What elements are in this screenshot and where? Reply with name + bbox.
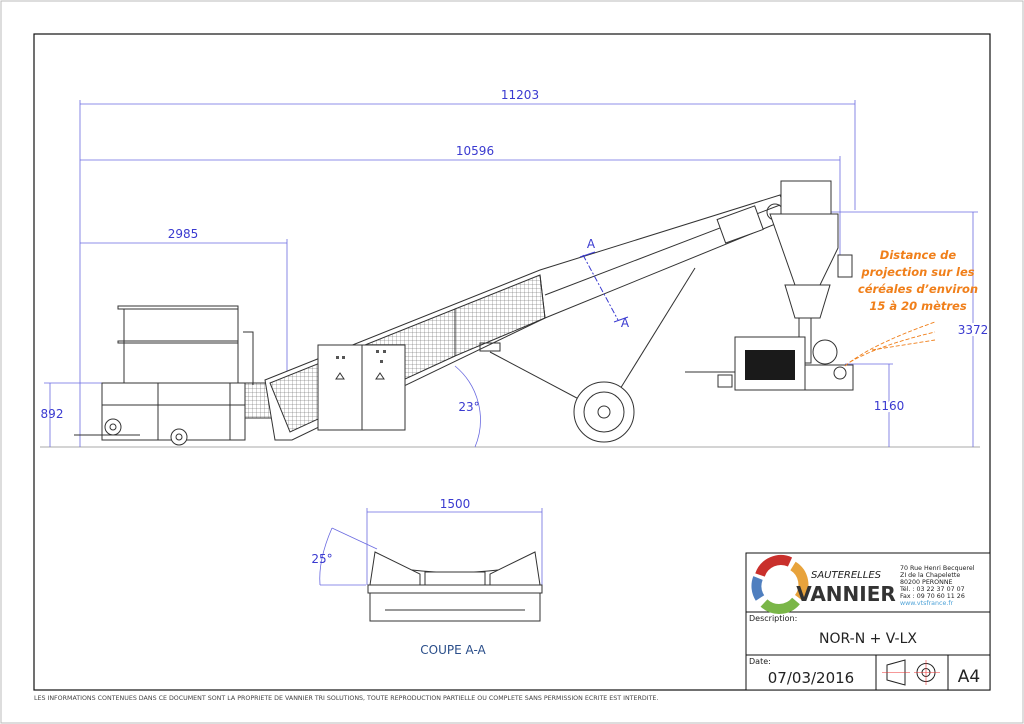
grain-spray-lines — [844, 321, 936, 367]
footer-disclaimer: LES INFORMATIONS CONTENUES DANS CE DOCUM… — [34, 695, 658, 702]
dim-conveyor-length: 10596 — [456, 144, 494, 158]
support-chassis — [479, 267, 696, 443]
electrical-cabinet — [317, 344, 406, 431]
dim-total-height: 3372 — [958, 323, 989, 337]
brand-main: VANNIER — [796, 582, 896, 606]
svg-text:80200 PERONNE: 80200 PERONNE — [900, 579, 953, 586]
svg-text:Distance de: Distance de — [880, 248, 957, 262]
section-marker-bottom: A — [621, 316, 630, 330]
company-logo — [751, 555, 809, 614]
section-width: 1500 — [440, 497, 471, 511]
dim-hopper-height: 892 — [41, 407, 64, 421]
date-label: Date: — [749, 657, 771, 666]
dimension-lines — [44, 100, 978, 448]
projection-note: Distance de projection sur les céréales … — [858, 248, 978, 313]
section-title: COUPE A-A — [420, 643, 486, 657]
svg-text:Fax : 09 70 60 11 26: Fax : 09 70 60 11 26 — [900, 593, 965, 600]
svg-text:projection sur les: projection sur les — [860, 265, 974, 279]
hopper-unit — [74, 305, 276, 446]
projection-head — [685, 180, 854, 391]
section-marker-top: A — [587, 237, 596, 251]
description-label: Description: — [749, 614, 797, 623]
svg-text:ZI de la Chapelette: ZI de la Chapelette — [900, 572, 960, 579]
projection-symbol-icon — [882, 659, 940, 686]
svg-text:15 à 20 mètres: 15 à 20 mètres — [869, 299, 967, 313]
section-cut-line — [579, 251, 629, 323]
svg-text:Tél. : 03 22 37 07 07: Tél. : 03 22 37 07 07 — [899, 585, 965, 593]
company-address: 70 Rue Henri Becquerel ZI de la Chapelet… — [899, 565, 975, 600]
section-view — [319, 508, 543, 622]
section-angle: 25° — [311, 552, 332, 566]
svg-text:70 Rue Henri Becquerel: 70 Rue Henri Becquerel — [900, 565, 975, 572]
drawing-frame — [33, 33, 991, 691]
description-value: NOR-N + V-LX — [819, 631, 917, 647]
dim-angle: 23° — [458, 400, 479, 414]
date-value: 07/03/2016 — [768, 669, 854, 687]
sheet-size: A4 — [958, 667, 980, 687]
brand-top: SAUTERELLES — [811, 570, 882, 581]
svg-text:céréales d’environ: céréales d’environ — [858, 282, 978, 296]
dim-hopper-length: 2985 — [168, 227, 199, 241]
dim-outlet-height: 1160 — [874, 399, 905, 413]
title-block — [745, 552, 991, 691]
dim-overall-length: 11203 — [501, 88, 539, 102]
company-website: www.vtsfrance.fr — [900, 600, 954, 607]
